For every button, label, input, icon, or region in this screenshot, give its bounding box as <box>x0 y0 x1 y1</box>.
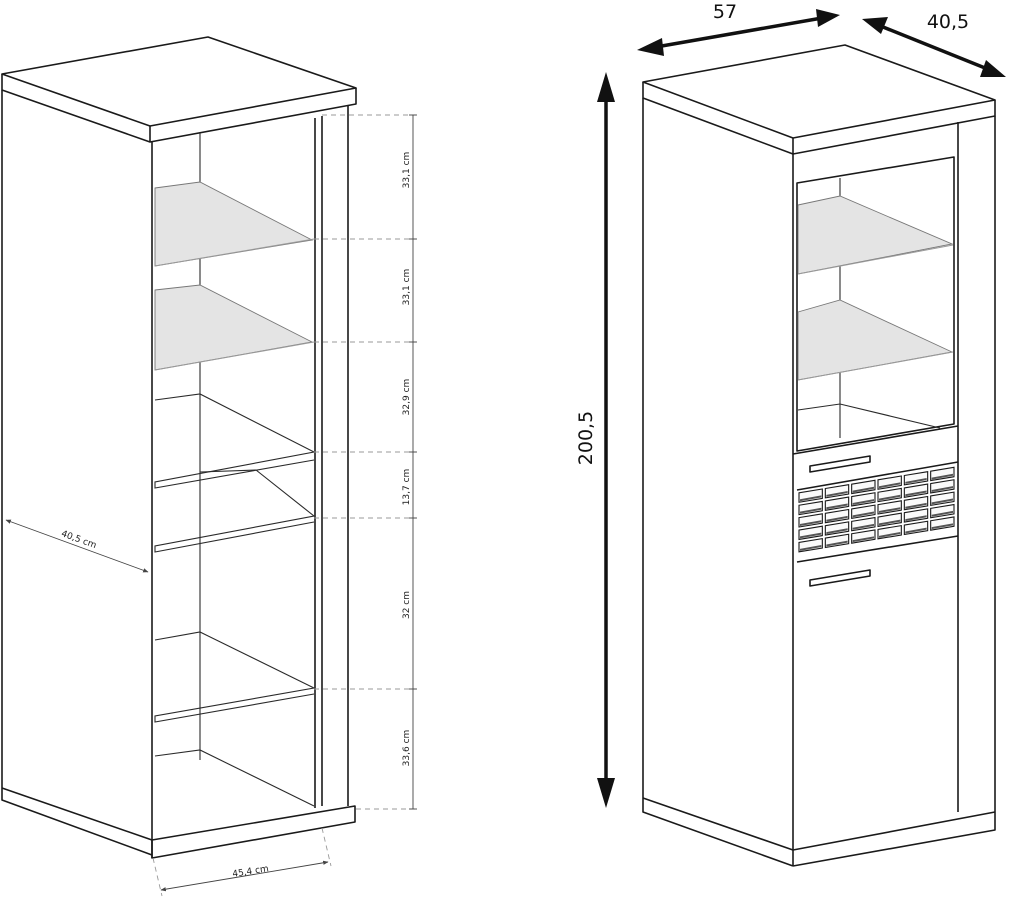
grid-cell-shadow <box>852 523 874 530</box>
grid-cell-shadow <box>931 510 953 517</box>
top-slab <box>1 36 357 127</box>
height-label: 200,5 <box>575 411 597 465</box>
glass-shelf-1-edge <box>154 238 315 267</box>
grid-cell-shadow <box>905 490 927 497</box>
right-column <box>314 106 349 808</box>
right-side-panel <box>642 98 794 867</box>
plinth <box>151 805 356 859</box>
right-top-edge <box>642 82 996 155</box>
width-ref-left <box>152 857 163 897</box>
depth-dimension-line <box>5 519 149 573</box>
right-plinth-line <box>642 797 794 851</box>
grid-cell-shadow <box>931 473 953 480</box>
decorative-grid-panel <box>798 466 955 553</box>
plinth-line <box>1 787 153 841</box>
width-label: 57 <box>713 1 737 23</box>
vitrine-glass-1-edge <box>797 244 954 275</box>
grid-cell-shadow <box>879 507 901 514</box>
grid-cell-shadow <box>800 520 822 527</box>
glass-shelf-2-edge <box>154 341 315 371</box>
height-dimension <box>597 72 615 808</box>
width-dimension <box>637 9 840 56</box>
glass-shelf-1 <box>154 181 314 267</box>
open-cabinet-view: 33,1 cm 33,1 cm 32,9 cm 13,7 cm 32 cm 33… <box>1 36 417 897</box>
right-plinth <box>792 811 996 867</box>
grid-cell-shadow <box>800 532 822 539</box>
grid-cell-shadow <box>879 494 901 501</box>
spacing-label-1: 33,1 cm <box>402 152 412 189</box>
grid-cell-shadow <box>800 544 822 551</box>
shelf-5 <box>154 631 316 723</box>
depth-dimension <box>862 17 1006 77</box>
shelf-4 <box>154 469 316 553</box>
depth-label-right: 40,5 <box>927 11 969 33</box>
right-top-slab <box>642 44 996 139</box>
drawer-handle <box>809 455 871 473</box>
grid-cell-shadow <box>852 511 874 518</box>
vitrine-glass-2-edge <box>797 351 954 381</box>
bottom-shelf <box>154 749 315 807</box>
vitrine-frame <box>796 156 955 452</box>
grid-cell-shadow <box>826 515 848 522</box>
grid-cell-shadow <box>931 523 953 530</box>
door-handle <box>809 569 871 587</box>
shelf-dimension-column <box>409 114 417 810</box>
grid-cell-shadow <box>879 519 901 526</box>
spacing-label-3: 32,9 cm <box>402 379 412 416</box>
top-slab-edge <box>1 74 357 143</box>
grid-cell-shadow <box>826 540 848 547</box>
grid-cell-shadow <box>879 531 901 538</box>
grid-cell-shadow <box>852 536 874 543</box>
grid-cell-shadow <box>905 502 927 509</box>
door-top-line <box>796 535 959 563</box>
grid-cell-shadow <box>852 499 874 505</box>
grid-cell-shadow <box>905 515 927 522</box>
inner-width-dimension-line <box>160 860 329 892</box>
reference-lines <box>314 114 416 810</box>
depth-label: 40,5 cm <box>60 529 98 551</box>
grid-cell-shadow <box>905 527 927 534</box>
glass-shelf-2 <box>154 284 314 371</box>
grid-cell-shadow <box>826 491 848 497</box>
side-panel <box>1 90 153 856</box>
inner-width-label: 45,4 cm <box>232 864 270 880</box>
grid-cell-shadow <box>826 503 848 510</box>
grid-cell-shadow <box>905 478 927 484</box>
spacing-label-6: 33,6 cm <box>402 730 412 767</box>
drawer-top-line <box>792 425 959 455</box>
grid-cell-shadow <box>852 486 874 493</box>
grid-cell-shadow <box>800 495 822 502</box>
grid-cell-shadow <box>800 507 822 514</box>
grid-cell-shadow <box>826 528 848 535</box>
drawer-bottom-line <box>796 461 959 491</box>
shelf-3 <box>154 393 316 489</box>
grid-cell-shadow <box>879 482 901 489</box>
closed-cabinet-view: 57 40,5 200,5 <box>575 1 1006 867</box>
spacing-label-5: 32 cm <box>402 591 412 619</box>
grid-cell-shadow <box>931 486 953 492</box>
grid-cell-shadow <box>931 498 953 505</box>
vitrine-glass-shelf-1 <box>797 195 954 275</box>
vitrine-floor <box>797 403 941 429</box>
spacing-label-4: 13,7 cm <box>402 469 412 506</box>
width-ref-right <box>321 827 332 867</box>
vitrine-glass-shelf-2 <box>797 299 954 381</box>
spacing-label-2: 33,1 cm <box>402 269 412 306</box>
